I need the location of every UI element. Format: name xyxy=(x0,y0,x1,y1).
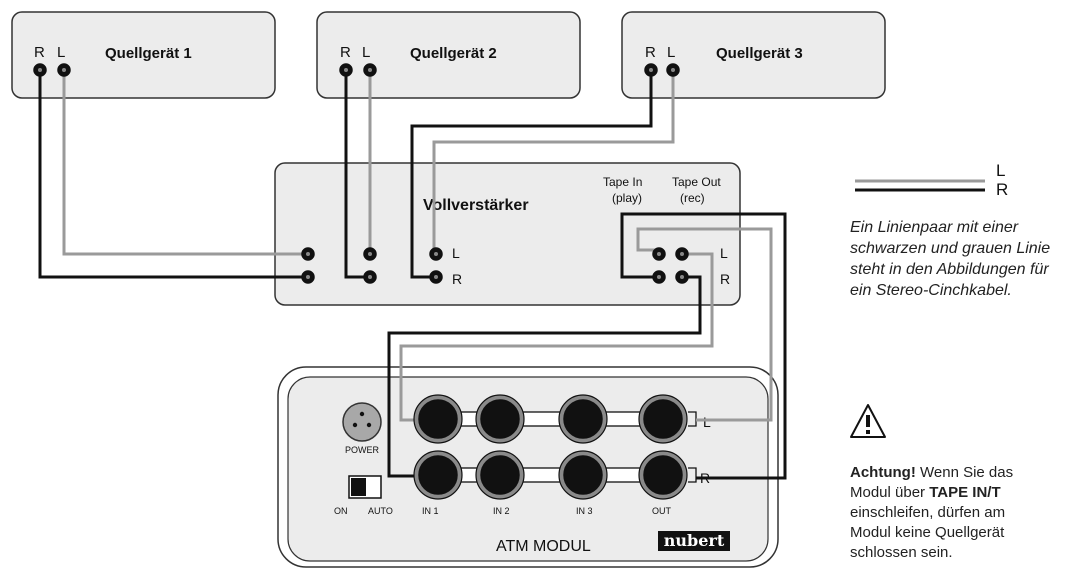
source-1-l-label: L xyxy=(57,44,65,61)
legend-l-label: L xyxy=(996,161,1005,180)
source-2-r-label: R xyxy=(340,44,351,61)
source-device-3: R L Quellgerät 3 xyxy=(621,11,886,99)
source-1-r-label: R xyxy=(34,44,45,61)
jack-amp-1-l-pin xyxy=(306,252,310,256)
jack-amp-3-r-pin xyxy=(434,275,438,279)
jack-amp-2-r-pin xyxy=(368,275,372,279)
jack-s3-l-pin xyxy=(671,68,675,72)
cable-source3-r xyxy=(410,70,653,279)
source-2-title: Quellgerät 2 xyxy=(410,45,497,62)
cable-source3-l xyxy=(432,70,675,254)
jack-s2-r-pin xyxy=(344,68,348,72)
module-in2-label: IN 2 xyxy=(493,506,510,516)
cable-tape-out-r xyxy=(387,275,702,478)
warning-line2b: TAPE IN/T xyxy=(929,484,1001,501)
tape-in-label: Tape In xyxy=(603,175,642,189)
jack-s2-l-pin xyxy=(368,68,372,72)
module-in1-label: IN 1 xyxy=(422,506,439,516)
cable-tape-out-l xyxy=(399,252,714,422)
amp-l-label: L xyxy=(452,245,460,261)
module-title: ATM MODUL xyxy=(496,538,591,555)
tape-out-label: Tape Out xyxy=(672,175,721,189)
cable-source2-r xyxy=(344,70,370,279)
warning-line3: einschleifen, dürfen am xyxy=(850,504,1006,521)
jack-tape-out-r-pin xyxy=(680,275,684,279)
warning-icon xyxy=(850,404,886,438)
cables xyxy=(38,70,787,480)
tape-in-sub-label: (play) xyxy=(612,191,642,205)
amplifier: Vollverstärker Tape In (play) Tape Out (… xyxy=(274,162,741,306)
jack-tape-out-l-pin xyxy=(680,252,684,256)
tape-out-sub-label: (rec) xyxy=(680,191,705,205)
warning-line2a: Modul über xyxy=(850,484,930,501)
source-3-l-label: L xyxy=(667,44,675,61)
source-1-title: Quellgerät 1 xyxy=(105,45,192,62)
jack-s1-l-pin xyxy=(62,68,66,72)
cable-source1-l xyxy=(62,70,308,256)
cable-tape-in-r xyxy=(620,212,787,480)
amp-r-label: R xyxy=(452,271,462,287)
legend-description: Ein Linienpaar mit einer schwarzen und g… xyxy=(850,219,1051,299)
warning-text: Achtung! Wenn Sie das Modul über TAPE IN… xyxy=(850,463,1070,563)
jack-amp-3-l-pin xyxy=(434,252,438,256)
warning-heading: Achtung! xyxy=(850,464,916,481)
warning-line4: Modul keine Quellgerät xyxy=(850,524,1005,541)
switch-on-label: ON xyxy=(334,506,348,516)
jack-amp-1-r-pin xyxy=(306,275,310,279)
module-jack-in2-r xyxy=(480,455,520,495)
power-socket-icon xyxy=(342,402,382,442)
legend-r-label: R xyxy=(996,180,1008,199)
module-out-label: OUT xyxy=(652,506,672,516)
jack-tape-in-l-pin xyxy=(657,252,661,256)
module-in3-label: IN 3 xyxy=(576,506,593,516)
jack-amp-2-l-pin xyxy=(368,252,372,256)
warning-line5: schlossen sein. xyxy=(850,544,953,561)
module-jack-in3-l xyxy=(563,399,603,439)
source-3-r-label: R xyxy=(645,44,656,61)
switch-auto-label: AUTO xyxy=(368,506,393,516)
brand-logo-text: nubert xyxy=(664,531,725,550)
tape-l-label: L xyxy=(720,245,728,261)
jacks xyxy=(33,63,689,500)
module-jack-in1-l xyxy=(418,399,458,439)
on-auto-switch[interactable] xyxy=(348,475,382,499)
amplifier-title: Vollverstärker xyxy=(423,197,529,214)
module-jack-in3-r xyxy=(563,455,603,495)
tape-r-label: R xyxy=(720,271,730,287)
jack-s1-r-pin xyxy=(38,68,42,72)
module-jack-out-r xyxy=(643,455,683,495)
cable-source1-r xyxy=(38,70,308,279)
legend-cable-sample: L R xyxy=(855,161,1008,199)
source-2-l-label: L xyxy=(362,44,370,61)
source-device-2: R L Quellgerät 2 xyxy=(316,11,581,99)
source-3-title: Quellgerät 3 xyxy=(716,45,803,62)
power-label: POWER xyxy=(345,445,380,455)
warning-line1: Wenn Sie das xyxy=(915,464,1014,481)
atm-module: POWER ON AUTO IN 1 IN 2 IN 3 OUT ATM MOD… xyxy=(277,366,779,568)
module-jack-in1-r xyxy=(418,455,458,495)
nubert-logo: nubert xyxy=(658,531,730,551)
cable-tape-in-l xyxy=(636,227,773,422)
jack-tape-in-r-pin xyxy=(657,275,661,279)
jack-s3-r-pin xyxy=(649,68,653,72)
module-l-label: L xyxy=(703,414,711,430)
source-device-1: R L Quellgerät 1 xyxy=(11,11,276,99)
module-jack-in2-l xyxy=(480,399,520,439)
module-jack-out-l xyxy=(643,399,683,439)
